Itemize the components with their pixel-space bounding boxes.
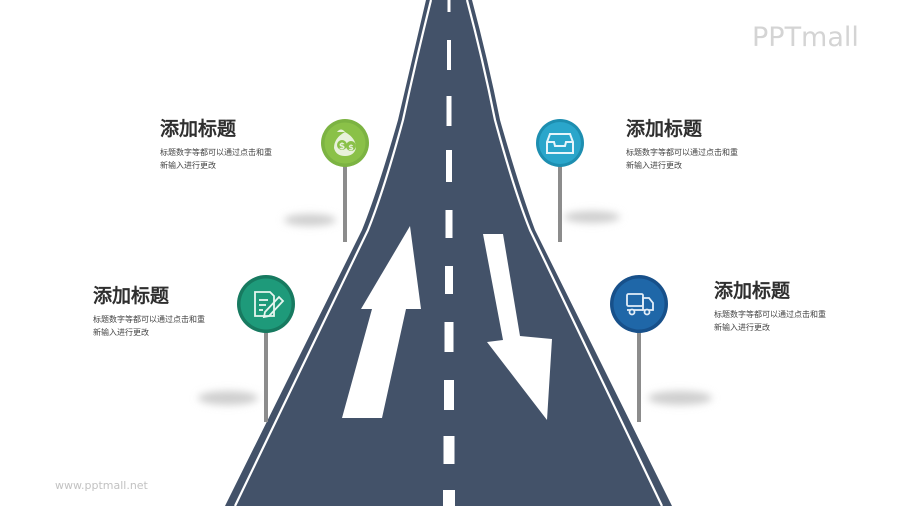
sign-document — [237, 275, 295, 333]
block-description: 标题数字等都可以通过点击和重 新输入进行更改 — [160, 146, 290, 172]
road — [225, 0, 672, 506]
delivery-truck-icon — [626, 293, 654, 316]
block-description: 标题数字等都可以通过点击和重 新输入进行更改 — [714, 308, 844, 334]
block-description-line: 新输入进行更改 — [714, 323, 770, 332]
block-title: 添加标题 — [714, 280, 791, 302]
svg-text:$: $ — [339, 142, 345, 152]
inbox-tray-icon — [546, 133, 574, 154]
document-edit-icon — [254, 291, 285, 319]
site-url: www.pptmall.net — [55, 479, 148, 492]
block-description: 标题数字等都可以通过点击和重 新输入进行更改 — [626, 146, 756, 172]
block-title: 添加标题 — [93, 285, 170, 307]
text-block-top-right: 添加标题 标题数字等都可以通过点击和重 新输入进行更改 — [626, 117, 756, 172]
sign-inbox — [536, 119, 584, 167]
block-title: 添加标题 — [160, 118, 237, 140]
block-description-line: 标题数字等都可以通过点击和重 — [93, 315, 205, 324]
center-dashes — [443, 0, 455, 506]
block-description-line: 新输入进行更改 — [626, 161, 682, 170]
block-description-line: 新输入进行更改 — [93, 328, 149, 337]
road-edge-line-left — [234, 0, 433, 506]
svg-text:$: $ — [348, 143, 354, 152]
sign-shadows — [198, 211, 712, 405]
brand-logo: PPTmall — [752, 22, 859, 53]
money-bag-icon: $ $ — [334, 129, 356, 156]
text-block-top-left: 添加标题 标题数字等都可以通过点击和重 新输入进行更改 — [160, 117, 290, 172]
text-block-bottom-left: 添加标题 标题数字等都可以通过点击和重 新输入进行更改 — [93, 284, 223, 339]
arrow-up-marking — [342, 226, 421, 418]
block-description-line: 新输入进行更改 — [160, 161, 216, 170]
block-description-line: 标题数字等都可以通过点击和重 — [626, 148, 738, 157]
text-block-bottom-right: 添加标题 标题数字等都可以通过点击和重 新输入进行更改 — [714, 279, 844, 334]
arrow-down-marking — [483, 234, 552, 420]
sign-poles — [264, 160, 641, 422]
block-title: 添加标题 — [626, 118, 703, 140]
sign-money: $ $ — [321, 119, 369, 167]
block-description-line: 标题数字等都可以通过点击和重 — [714, 310, 826, 319]
block-description: 标题数字等都可以通过点击和重 新输入进行更改 — [93, 313, 223, 339]
road-edge-line-right — [465, 0, 663, 506]
sign-truck — [610, 275, 668, 333]
block-description-line: 标题数字等都可以通过点击和重 — [160, 148, 272, 157]
